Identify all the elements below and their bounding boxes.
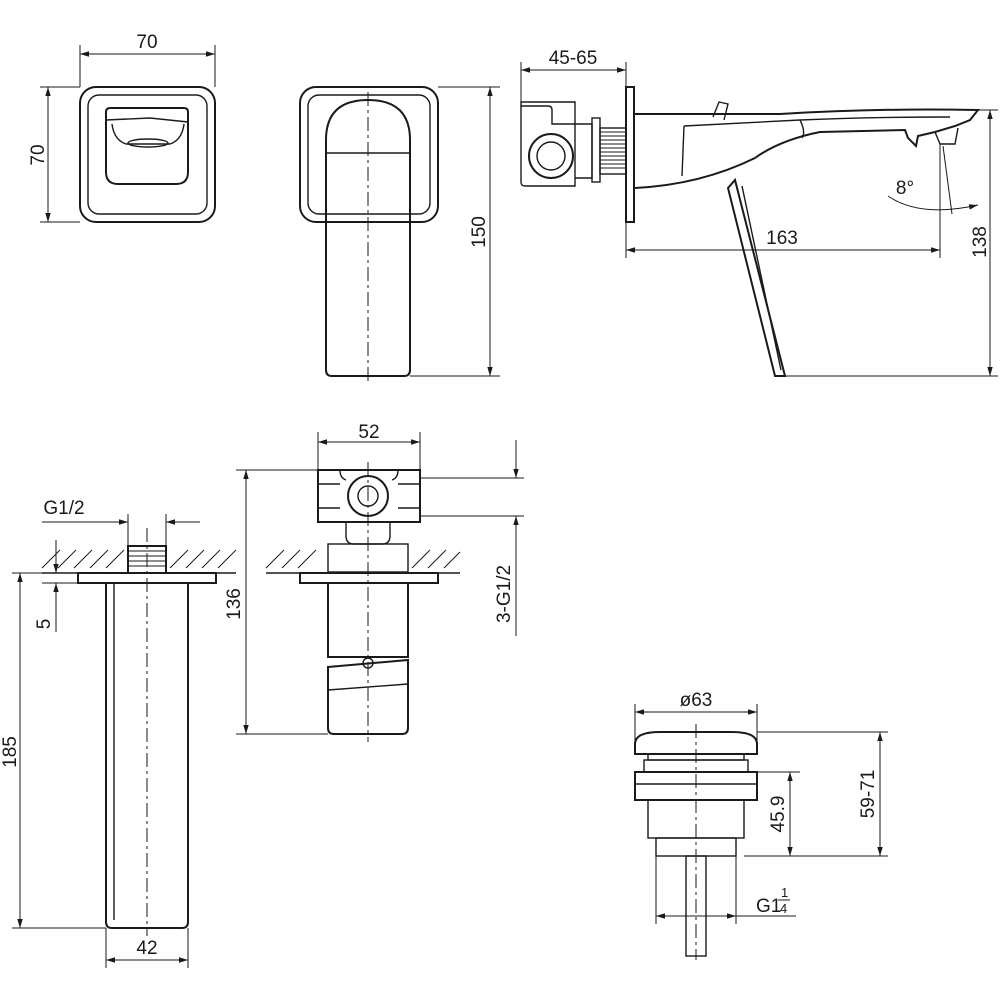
bracket-ring-outer xyxy=(528,133,574,179)
bracket-ring-inner xyxy=(536,141,566,171)
waste-view: ø63 59-71 45.9 G1 1 4 xyxy=(634,690,888,960)
handle-edge xyxy=(105,117,189,123)
spout-upper-contour xyxy=(683,116,951,127)
spout-body-front xyxy=(325,98,411,377)
wall-hatch xyxy=(41,549,237,569)
handle-aerator xyxy=(127,138,169,148)
box-body xyxy=(317,469,421,523)
handle-face xyxy=(105,107,189,185)
dim-plate-height: 70 xyxy=(28,144,49,165)
dim-overall-height: 138 xyxy=(970,226,991,258)
dim-waste-diameter: ø63 xyxy=(680,690,713,711)
dim-wall-depth: 45-65 xyxy=(549,48,598,69)
bracket-neck xyxy=(575,123,593,179)
thread-body xyxy=(599,127,627,175)
dim-spout-front-height: 150 xyxy=(469,216,490,248)
nut xyxy=(591,117,601,183)
dim-waste-thread-num: 1 xyxy=(781,885,788,900)
dim-plate-thickness: 5 xyxy=(34,619,55,630)
dim-box-height: 136 xyxy=(224,588,245,620)
bracket-outline xyxy=(520,101,576,187)
dim-inlet-thread: G1/2 xyxy=(43,498,84,519)
thread-lines xyxy=(600,131,626,169)
dim-plate-width: 70 xyxy=(136,32,157,53)
spout-plate-outline xyxy=(299,86,439,223)
dim-box-connections: 3-G1/2 xyxy=(494,565,515,623)
box-ports xyxy=(318,483,420,509)
spout-plate-inner xyxy=(307,94,431,215)
dim-spout-side-height: 185 xyxy=(0,736,21,768)
plate-front-view: 70 70 xyxy=(28,32,216,223)
dim-spout-reach: 163 xyxy=(766,228,798,249)
bracket-notch xyxy=(521,105,575,125)
spout-outlet xyxy=(934,127,959,145)
dim-waste-height-range: 59-71 xyxy=(858,770,879,819)
spout-body-side xyxy=(633,108,981,190)
dim-spout-angle: 8° xyxy=(896,178,914,199)
spout-side-view: 45-65 163 8° 138 xyxy=(520,48,998,377)
box-wall-hatch xyxy=(265,549,461,569)
dim-waste-body-height: 45.9 xyxy=(768,796,789,833)
spout-joint xyxy=(681,125,685,177)
handle-slot xyxy=(111,123,185,145)
cover-plate-outline xyxy=(79,86,216,223)
wall-plate-side xyxy=(625,86,635,223)
box-handle xyxy=(327,658,409,735)
cover-plate-inner xyxy=(87,94,208,215)
dim-arc-spout-angle xyxy=(887,195,979,211)
box-plate xyxy=(299,572,439,584)
mixer-box-view: 52 136 3-G1/2 xyxy=(224,422,524,742)
dim-waste-thread-den: 4 xyxy=(780,901,787,916)
spout-wall-section: G1/2 5 185 42 xyxy=(0,498,237,968)
spout-crease xyxy=(799,119,805,139)
dim-box-width: 52 xyxy=(358,422,379,443)
handle-lever xyxy=(712,101,729,121)
dim-waste-thread-prefix: G1 xyxy=(756,896,781,917)
dim-spout-width: 42 xyxy=(136,938,157,959)
spout-front-view: 150 xyxy=(299,86,500,382)
